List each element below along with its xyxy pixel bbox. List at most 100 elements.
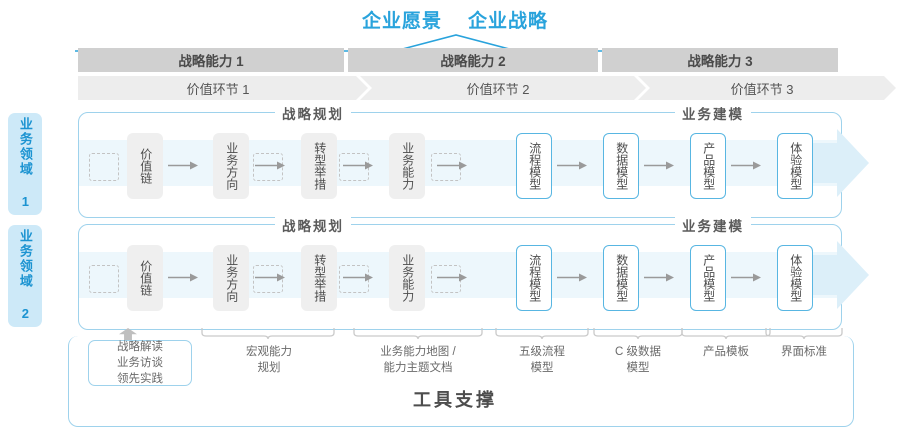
node-process-model-2[interactable]: 流程模型 [516,245,552,311]
arrow-icon-1d [437,161,467,170]
tool-support-frame [68,336,854,427]
placeholder-box-1b [253,153,283,181]
tool-label-line-2: 模型 [626,361,650,374]
arrow-icon-1e [557,161,587,170]
tool-label-line-2: 能力主题文档 [383,361,453,374]
brace-product-template [681,328,771,340]
node-product-model-1[interactable]: 产品模型 [690,133,726,199]
value-chain-bar-1-label: 价值环节 1 [186,81,250,97]
node-data-model-1[interactable]: 数据模型 [603,133,639,199]
tool-label-process-model: 五级流程 模型 [496,345,588,376]
arrow-icon-2b [255,273,285,282]
section-caption-business-modeling-2: 业务建模 [675,215,751,235]
node-value-chain-2[interactable]: 价值链 [127,245,163,311]
arrow-icon-2a [168,273,198,282]
value-chain-bar-3[interactable]: 价值环节 3 [638,76,896,100]
domain-row-1: 战略规划 业务建模 价值链 业务方向 转型举措 业务能力 流程模型 数据模型 产… [78,103,869,218]
title-enterprise-strategy: 企业战略 [468,10,549,32]
node-label: 体验模型 [788,142,803,190]
section-rule-mid-1 [363,112,653,113]
node-process-model-1[interactable]: 流程模型 [516,133,552,199]
domain-tag-2[interactable]: 业务领域 2 [8,225,42,327]
node-label: 流程模型 [527,254,542,302]
node-label: 业务方向 [224,142,239,190]
tool-box-strategy-interpretation[interactable]: 战略解读 业务访谈 领先实践 [88,340,192,386]
node-experience-model-1[interactable]: 体验模型 [777,133,813,199]
tool-label-line-1: 产品模板 [703,346,749,358]
section-rule-right-2 [751,224,833,225]
tool-label-line-1: 业务能力地图 / [380,346,456,358]
tool-label-line-1: C 级数据 [615,346,661,358]
tool-label-line-2: 规划 [257,361,281,374]
tool-label-line-1: 宏观能力 [246,346,292,358]
domain-tag-2-label: 业务领域 2 [17,229,33,323]
arrow-icon-1b [255,161,285,170]
value-chain-bar-3-label: 价值环节 3 [730,81,794,97]
arrow-icon-1a [168,161,198,170]
arrow-icon-1c [343,161,373,170]
tool-label-line-2: 模型 [530,361,554,374]
tool-label-capability-map: 业务能力地图 / 能力主题文档 [352,345,484,376]
node-transform-measure-1[interactable]: 转型举措 [301,133,337,199]
arrow-icon-2c [343,273,373,282]
node-label: 转型举措 [312,142,327,190]
node-label: 数据模型 [614,142,629,190]
value-chain-bar-2[interactable]: 价值环节 2 [360,76,646,100]
capability-bar-2-label: 战略能力 2 [440,54,506,69]
arrow-icon-2e [557,273,587,282]
tool-box-line-3: 领先实践 [117,373,163,386]
node-label: 业务能力 [400,142,415,190]
value-chain-bar-2-label: 价值环节 2 [466,81,530,97]
node-business-direction-2[interactable]: 业务方向 [213,245,249,311]
brace-ui-standard [765,328,843,340]
node-label: 转型举措 [312,254,327,302]
arrow-icon-2d [437,273,467,282]
tool-label-product-template: 产品模板 [682,345,770,361]
capability-bar-2[interactable]: 战略能力 2 [348,48,598,72]
node-data-model-2[interactable]: 数据模型 [603,245,639,311]
arrow-icon-1g [731,161,761,170]
tool-box-line-2: 业务访谈 [117,356,163,369]
tool-label-macro-capability: 宏观能力 规划 [208,345,330,376]
capability-bar-1[interactable]: 战略能力 1 [78,48,344,72]
node-business-capability-2[interactable]: 业务能力 [389,245,425,311]
node-product-model-2[interactable]: 产品模型 [690,245,726,311]
strategic-capability-bar-row: 战略能力 1 战略能力 2 战略能力 3 [78,48,838,72]
value-chain-bar-1[interactable]: 价值环节 1 [78,76,368,100]
arrow-icon-2g [731,273,761,282]
node-transform-measure-2[interactable]: 转型举措 [301,245,337,311]
node-label: 产品模型 [701,254,716,302]
tool-box-line-1: 战略解读 [117,340,163,353]
node-label: 流程模型 [527,142,542,190]
title-enterprise-vision: 企业愿景 [361,10,442,32]
node-label: 产品模型 [701,142,716,190]
node-value-chain-1[interactable]: 价值链 [127,133,163,199]
section-caption-business-modeling-1: 业务建模 [675,103,751,123]
node-business-direction-1[interactable]: 业务方向 [213,133,249,199]
arrow-icon-2f [644,273,674,282]
domain-tag-1-label: 业务领域 1 [17,117,33,211]
node-business-capability-1[interactable]: 业务能力 [389,133,425,199]
domain-tag-1[interactable]: 业务领域 1 [8,113,42,215]
section-rule-left-2 [87,224,263,225]
node-label: 价值链 [138,260,153,296]
brace-macro-capability [201,328,335,340]
node-label: 业务方向 [224,254,239,302]
arrow-icon-1f [644,161,674,170]
tool-label-line-1: 五级流程 [519,346,565,358]
capability-bar-1-label: 战略能力 1 [178,54,244,69]
domain-row-2: 战略规划 业务建模 价值链 业务方向 转型举措 业务能力 流程模型 数据模型 产… [78,215,869,330]
tool-label-data-model: C 级数据 模型 [594,345,682,376]
top-title-group: 企业愿景 企业战略 [0,4,910,34]
node-label: 数据模型 [614,254,629,302]
brace-capability-map [353,328,483,340]
section-rule-mid-2 [363,224,653,225]
brace-process-model [495,328,589,340]
section-rule-right-1 [751,112,833,113]
node-experience-model-2[interactable]: 体验模型 [777,245,813,311]
node-label: 业务能力 [400,254,415,302]
brace-data-model [593,328,683,340]
tool-label-line-1: 界面标准 [781,346,827,358]
capability-bar-3[interactable]: 战略能力 3 [602,48,838,72]
